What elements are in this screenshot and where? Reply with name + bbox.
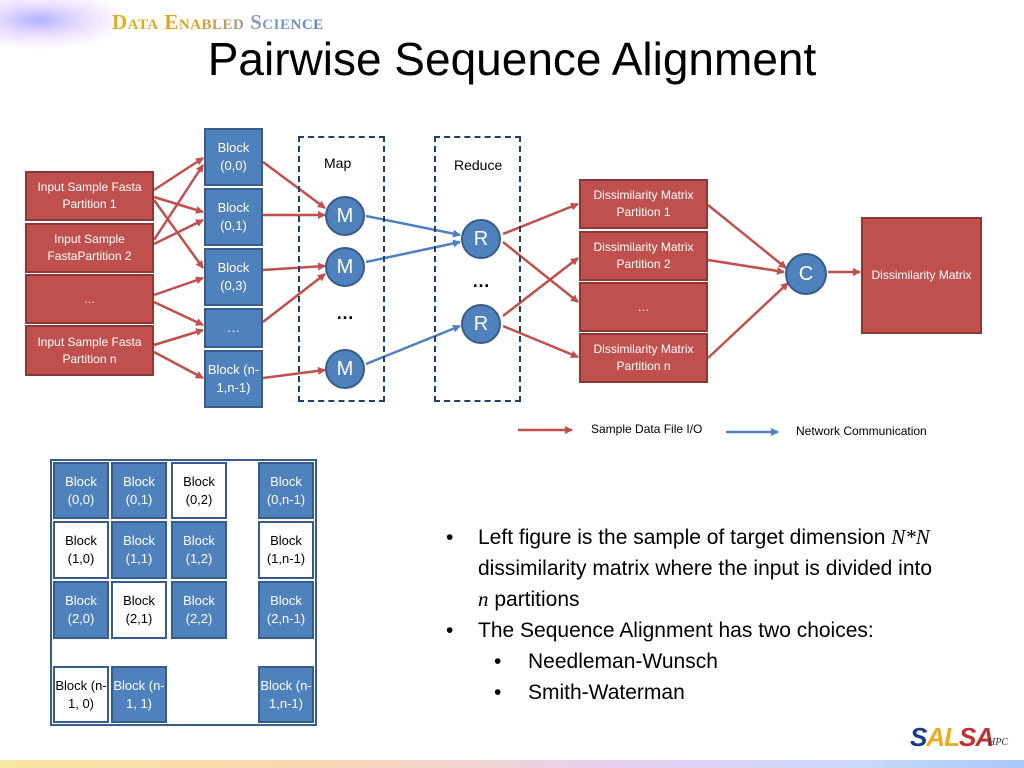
arrow-m1-r1 <box>365 214 461 238</box>
sub-bullet-1-text: Needleman-Wunsch <box>528 650 718 673</box>
bullet-1-var-nn: N*N <box>891 525 930 549</box>
arrow-r1-out1 <box>502 202 579 236</box>
bullet-list: • Left figure is the sample of target di… <box>440 522 940 708</box>
sub-bullet-2-text: Smith-Waterman <box>528 681 685 704</box>
input-partition-1: Input Sample Fasta Partition 1 <box>25 171 154 221</box>
map-label: Map <box>324 155 352 171</box>
arrow-input1-block03 <box>152 199 205 269</box>
arrow-m2-r1 <box>365 239 461 264</box>
arrow-input2-block00 <box>152 164 205 241</box>
arrow-out1-c <box>707 204 787 269</box>
output-partition-ellipsis: … <box>579 282 708 332</box>
bullet-item-2: • The Sequence Alignment has two choices… <box>440 615 940 646</box>
arrow-block03-m2 <box>262 262 326 272</box>
arrow-input1-block00 <box>153 156 204 192</box>
arrow-inputn-blocknn <box>153 350 204 380</box>
bullet-item-1: • Left figure is the sample of target di… <box>440 522 940 615</box>
sub-bullet-2: • Smith-Waterman <box>440 677 940 708</box>
matrix-block-0-0: Block (0,0) <box>53 462 109 519</box>
matrix-block-0-2: Block (0,2) <box>171 462 227 519</box>
sub-bullet-dot: • <box>494 681 502 704</box>
salsa-logo-hpc: HPC <box>988 737 1008 748</box>
salsa-logo-al: AL <box>926 722 960 752</box>
matrix-block-n1-0: Block (n-1, 0) <box>53 666 109 723</box>
bullet-1-var-n: n <box>478 587 489 611</box>
bullet-dot: • <box>446 619 454 642</box>
arrow-r2-outn <box>502 324 579 359</box>
matrix-block-2-n1: Block (2,n-1) <box>258 581 314 639</box>
bottom-gradient-bar <box>0 760 1024 768</box>
map-ellipsis: … <box>336 303 354 323</box>
bullet-1-text-mid: dissimilarity matrix where the input is … <box>478 557 933 580</box>
mapper-node-2: M <box>325 247 365 287</box>
matrix-block-0-1: Block (0,1) <box>111 462 167 519</box>
matrix-block-2-0: Block (2,0) <box>53 581 109 639</box>
block-col-0-1: Block (0,1) <box>204 188 263 246</box>
arrow-block00-m1 <box>262 160 326 210</box>
reduce-label: Reduce <box>454 157 503 173</box>
corner-glow-decoration <box>0 0 130 50</box>
block-col-0-3: Block (0,3) <box>204 248 263 306</box>
map-group-box <box>298 136 385 402</box>
matrix-block-2-2: Block (2,2) <box>171 581 227 639</box>
reducer-node-2: R <box>461 304 501 344</box>
block-col-0-0: Block (0,0) <box>204 128 263 186</box>
combiner-node: C <box>785 253 827 295</box>
slide-title: Pairwise Sequence Alignment <box>207 33 817 85</box>
input-partition-2: Input Sample FastaPartition 2 <box>25 223 154 273</box>
arrow-out2-c <box>707 258 785 275</box>
bullet-dot: • <box>446 526 454 549</box>
bullet-1-text-start: Left figure is the sample of target dime… <box>478 526 892 549</box>
final-dissimilarity-matrix: Dissimilarity Matrix <box>861 217 982 334</box>
brand-logo-text: Data Enabled Science <box>112 10 324 34</box>
output-partition-2: Dissimilarity Matrix Partition 2 <box>579 231 708 281</box>
matrix-block-0-n1: Block (0,n-1) <box>258 462 314 519</box>
matrix-block-1-0: Block (1,0) <box>53 521 109 579</box>
matrix-block-n1-1: Block (n-1, 1) <box>111 666 167 723</box>
arrow-blocknn-m3 <box>262 366 326 380</box>
bullet-2-text: The Sequence Alignment has two choices: <box>478 619 874 642</box>
arrow-inputn-blockdots <box>153 328 204 347</box>
output-partition-n: Dissimilarity Matrix Partition n <box>579 333 708 383</box>
mapper-node-3: M <box>325 349 365 389</box>
reduce-group-box <box>434 136 521 402</box>
arrow-outn-c <box>707 282 789 359</box>
input-partition-ellipsis: … <box>25 274 154 324</box>
matrix-block-2-1: Block (2,1) <box>111 581 167 639</box>
matrix-block-1-2: Block (1,2) <box>171 521 227 579</box>
arrow-blockdots-m2 <box>262 273 326 323</box>
arrow-ellipsis-blockdots <box>153 300 204 327</box>
block-col-ellipsis: … <box>204 308 263 348</box>
reducer-node-1: R <box>461 219 501 259</box>
arrow-r1-outdots <box>502 241 579 303</box>
salsa-logo: SALSA <box>910 722 994 753</box>
salsa-logo-s: S <box>910 722 927 752</box>
sub-bullet-1: • Needleman-Wunsch <box>440 646 940 677</box>
output-partition-1: Dissimilarity Matrix Partition 1 <box>579 179 708 229</box>
sub-bullet-dot: • <box>494 650 502 673</box>
legend-network-label: Network Communication <box>796 424 927 438</box>
matrix-frame <box>50 459 317 726</box>
arrow-input2-block01 <box>153 218 204 246</box>
mapper-node-1: M <box>325 196 365 236</box>
bullet-1-text-end: partitions <box>488 588 580 611</box>
arrow-m3-r2 <box>365 324 461 366</box>
arrow-ellipsis-block03 <box>153 276 204 297</box>
legend-file-io-label: Sample Data File I/O <box>591 422 703 436</box>
matrix-block-1-1: Block (1,1) <box>111 521 167 579</box>
salsa-logo-sa: SA <box>959 722 994 752</box>
block-col-n-n: Block (n-1,n-1) <box>204 350 263 408</box>
matrix-block-n1-n1: Block (n-1,n-1) <box>258 666 314 723</box>
arrow-r2-out2 <box>502 257 579 317</box>
matrix-block-1-n1: Block (1,n-1) <box>258 521 314 579</box>
input-partition-n: Input Sample Fasta Partition n <box>25 325 154 376</box>
reduce-ellipsis: … <box>472 271 490 291</box>
